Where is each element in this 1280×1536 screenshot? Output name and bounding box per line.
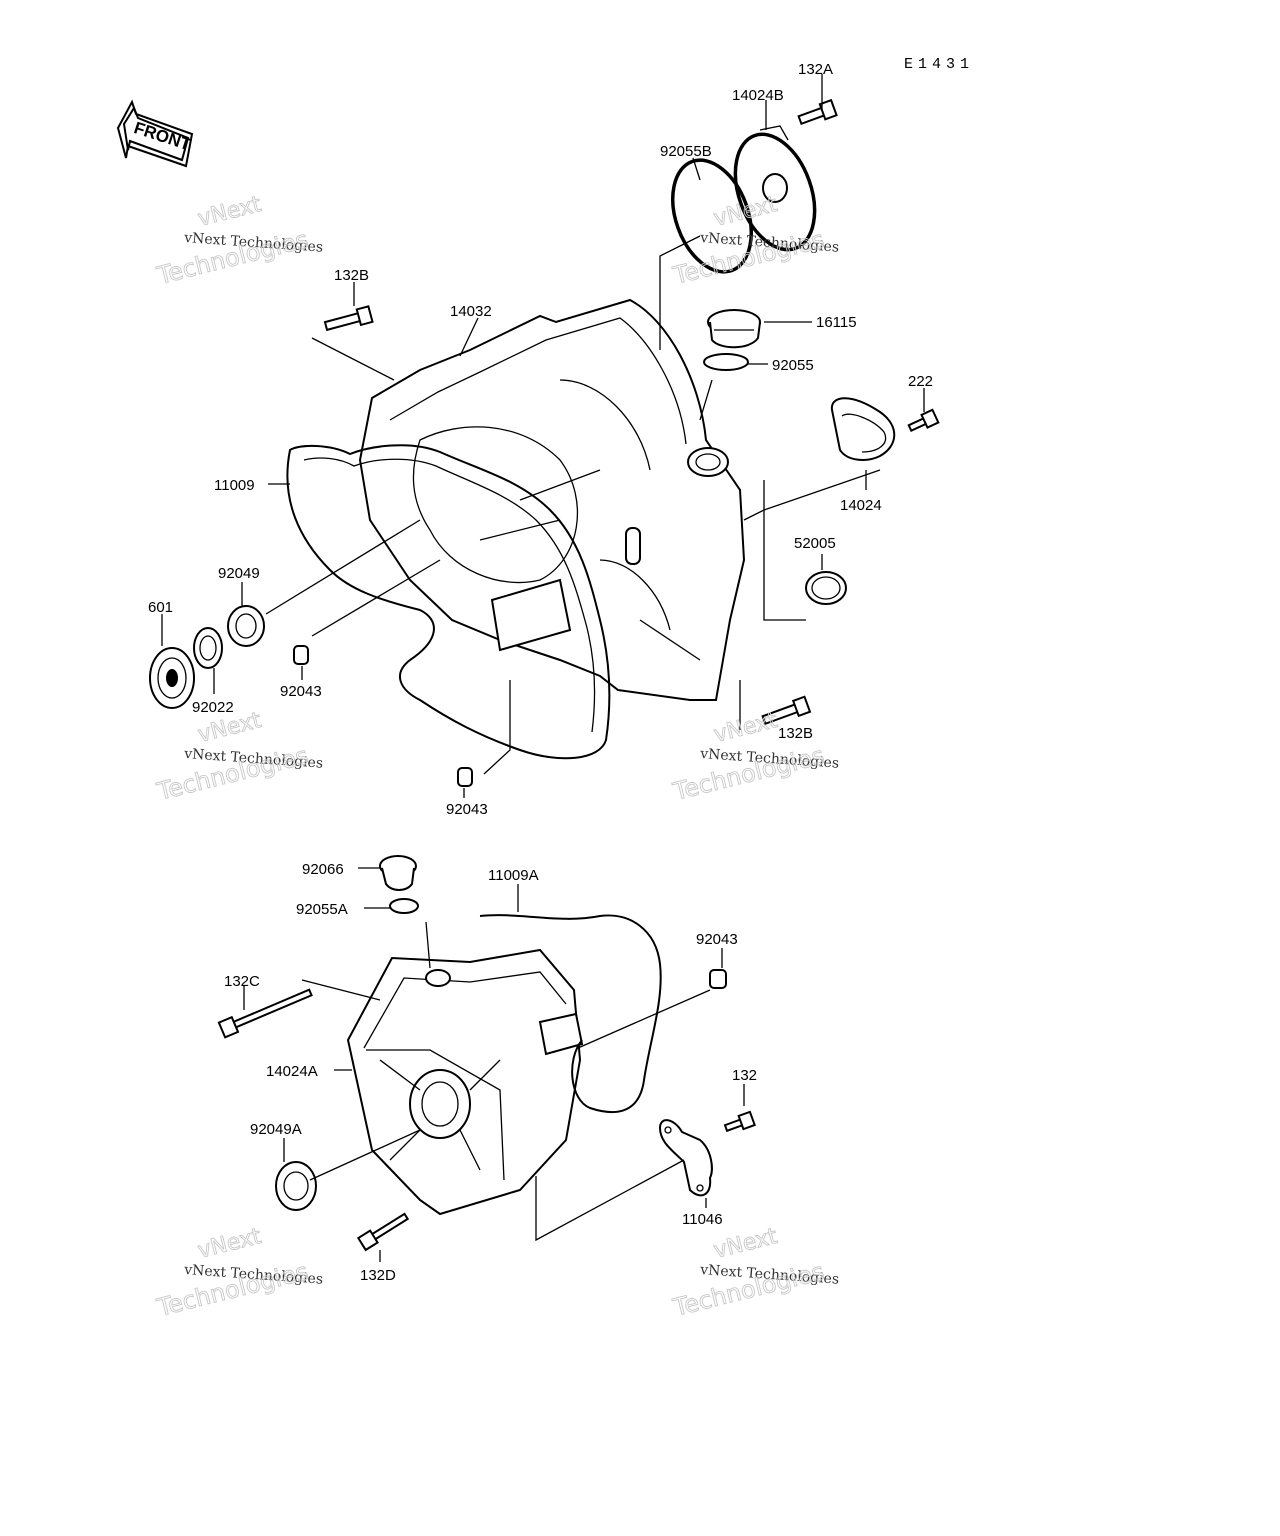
cover-14024 [830, 397, 896, 461]
callout-132a: 132A [798, 61, 833, 78]
bearing-601 [149, 647, 195, 709]
drawing-code: E1431 [904, 56, 974, 73]
callout-92055: 92055 [772, 357, 814, 374]
callout-132b-lower: 132B [778, 725, 813, 742]
callout-92043-a: 92043 [280, 683, 322, 700]
callout-92022: 92022 [192, 699, 234, 716]
bolt-132b-lower [761, 695, 812, 726]
dowel-pin-92043-a [293, 645, 309, 665]
callout-16115: 16115 [816, 314, 857, 331]
callout-222: 222 [908, 373, 933, 390]
bolt-132b-upper [323, 305, 374, 332]
o-ring-92055 [703, 353, 749, 371]
callout-14032: 14032 [450, 303, 492, 320]
callout-11009: 11009 [214, 477, 255, 494]
o-ring-92055a [389, 898, 419, 914]
cover-14024a [346, 948, 584, 1216]
front-arrow-badge: FRONT [116, 99, 194, 168]
o-ring-92055b [671, 158, 753, 274]
callout-labels: 132A 14024B 92055B 132B 14032 16115 9205… [148, 61, 933, 1284]
upper-leader-lines [161, 74, 925, 798]
dowel-pin-92043-b [457, 767, 473, 787]
callout-14024b: 14024B [732, 87, 784, 104]
callout-92055b: 92055B [660, 143, 712, 160]
washer-92022 [193, 627, 223, 669]
engine-cover-14032 [358, 298, 746, 701]
dowel-pin-92043-c [709, 969, 727, 989]
watermark-4: vNext vNext Technologies Technologies [669, 707, 839, 806]
gasket-11009-inner [303, 457, 596, 733]
plug-92066 [379, 855, 417, 891]
lower-leader-lines [243, 867, 745, 1262]
filler-cap-16115 [707, 309, 761, 349]
callout-52005: 52005 [794, 535, 836, 552]
watermark-1: vNext vNext Technologies Technologies [153, 191, 323, 290]
watermark-3: vNext vNext Technologies Technologies [153, 707, 323, 806]
callout-14024a: 14024A [266, 1063, 318, 1080]
svg-text:vNext: vNext [195, 192, 264, 232]
bolt-132d [356, 1212, 410, 1252]
bolt-222 [907, 408, 940, 433]
svg-text:vNext: vNext [711, 1224, 780, 1264]
svg-text:vNext: vNext [195, 1224, 264, 1264]
oil-seal-92049a [275, 1161, 317, 1211]
svg-text:vNext: vNext [711, 192, 780, 232]
callout-11046: 11046 [682, 1211, 723, 1228]
callout-132: 132 [732, 1067, 757, 1084]
callout-92066: 92066 [302, 861, 344, 878]
gasket-11009 [286, 444, 611, 760]
callout-11009a: 11009A [488, 867, 539, 884]
bracket-11046 [658, 1119, 713, 1197]
svg-text:vNext: vNext [711, 708, 780, 748]
callout-132c: 132C [224, 973, 260, 990]
plug-52005 [805, 571, 847, 605]
watermark-6: vNext vNext Technologies Technologies [669, 1223, 839, 1322]
callout-92043-b: 92043 [446, 801, 488, 818]
callout-601: 601 [148, 599, 173, 616]
bolt-132c [217, 988, 313, 1039]
oil-seal-92049 [227, 605, 265, 647]
callout-92043-c: 92043 [696, 931, 738, 948]
cap-14024b [733, 125, 817, 252]
callout-92055a: 92055A [296, 901, 348, 918]
callout-132b-upper: 132B [334, 267, 369, 284]
bolt-132 [723, 1110, 756, 1133]
callout-132d: 132D [360, 1267, 396, 1284]
bolt-132a [797, 98, 838, 126]
callout-14024: 14024 [840, 497, 882, 514]
watermark-5: vNext vNext Technologies Technologies [153, 1223, 323, 1322]
callout-92049a: 92049A [250, 1121, 302, 1138]
gasket-11009a [479, 914, 662, 1114]
callout-92049: 92049 [218, 565, 260, 582]
